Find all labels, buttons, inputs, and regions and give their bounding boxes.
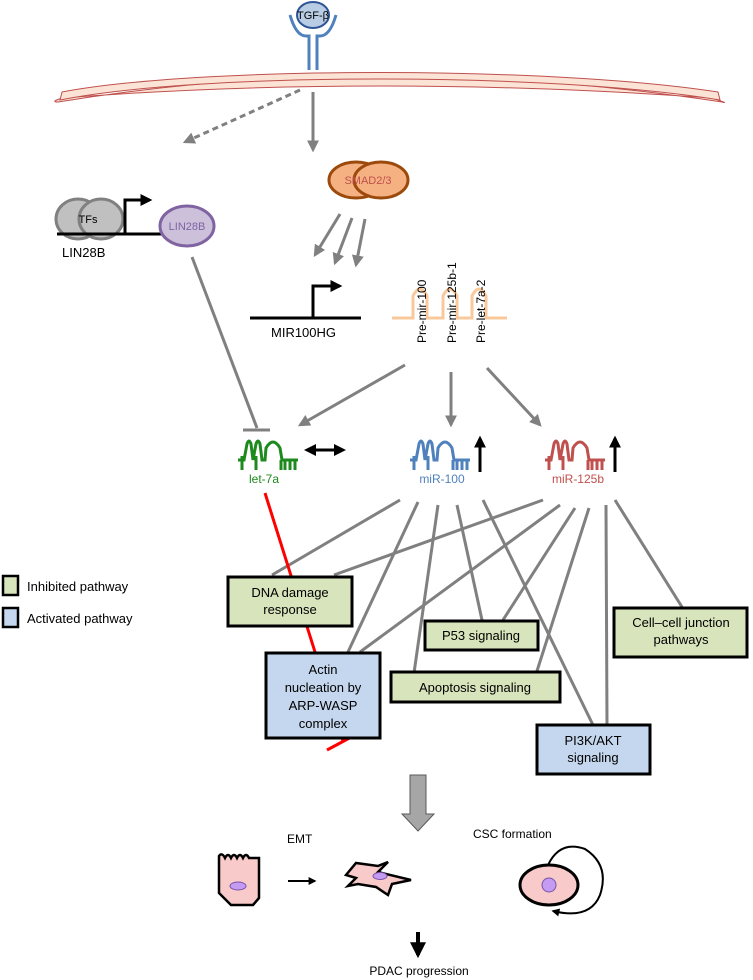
edge-mir100-p53 (455, 504, 484, 621)
edge-mir125b-actin (359, 503, 561, 654)
legend-activated-swatch (1, 606, 20, 629)
legend-inhibited-swatch (1, 574, 20, 597)
edge-mir100-actin (346, 501, 420, 653)
mir125b-pathway-edges (333, 498, 684, 726)
pathway-dna-damage: DNA damage response (226, 575, 354, 628)
mir125b-mirna-icon (545, 439, 605, 470)
tgfb-ligand: TGF-β (296, 1, 330, 29)
arrow-to-let7a (297, 363, 406, 427)
pathway-cell-junction: Cell–cell junction pathways (612, 606, 749, 659)
actin-line1: Actin (309, 662, 338, 677)
pdac-label: PDAC progression (369, 964, 468, 978)
pathway-apoptosis: Apoptosis signaling (389, 670, 562, 704)
lin28b-promoter-arrow (123, 194, 153, 234)
tfs-complex: TFs (54, 197, 125, 241)
mir100hg-label: MIR100HG (271, 325, 336, 340)
edge-mir125b-cell-junction (613, 499, 684, 608)
csc-cell-icon (518, 863, 580, 907)
lin28b-inhibition-line (190, 256, 259, 429)
cell-junction-line1: Cell–cell junction (632, 615, 730, 630)
mir100-mirna-icon (410, 439, 470, 470)
pathway-actin: Actin nucleation by ARP-WASP complex (264, 651, 382, 740)
pi3k-line2: signaling (567, 750, 618, 765)
actin-line4: complex (299, 716, 348, 731)
smad-arrow-1 (313, 213, 342, 258)
pre-mir-100-label: Pre-mir-100 (415, 279, 429, 343)
edge-mir125b-pi3k (604, 504, 609, 726)
actin-line2: nucleation by (285, 680, 362, 695)
legend: Inhibited pathway Activated pathway (1, 574, 133, 629)
csc-self-renewal-arrow (547, 845, 604, 917)
mir100-pathway-edges (271, 498, 595, 726)
pre-let-7a-2-label: Pre-let-7a-2 (474, 279, 488, 343)
epithelial-cell-icon (217, 853, 261, 907)
pathway-p53: P53 signaling (423, 619, 540, 652)
tgfb-label: TGF-β (297, 10, 329, 22)
smad-arrow-2 (332, 217, 354, 266)
tfs-label: TFs (79, 214, 98, 226)
mesenchymal-cell-icon (343, 860, 412, 897)
edge-mir100-dna (271, 498, 401, 577)
smad-complex: SMAD2/3 (327, 160, 410, 200)
dna-damage-line1: DNA damage (251, 585, 328, 600)
mir100hg-promoter-arrow (311, 280, 343, 318)
edge-mir125b-apoptosis (535, 507, 591, 672)
tgfb-receptor (288, 14, 338, 70)
mir125b-label: miR-125b (552, 472, 604, 486)
edge-mir125b-p53 (501, 507, 577, 621)
p53-label: P53 signaling (442, 628, 520, 643)
emt-label: EMT (287, 832, 313, 846)
actin-line3: ARP-WASP (289, 698, 358, 713)
edge-mir125b-dna (333, 498, 544, 577)
edge-mir100-apoptosis (411, 504, 440, 681)
big-down-arrow (400, 774, 436, 832)
dashed-arrow-to-lin28b (182, 88, 301, 144)
edge-mir100-pi3k (481, 499, 595, 726)
pre-mir-transcript (392, 287, 507, 320)
mir100-label: miR-100 (419, 472, 465, 486)
pre-mir-125b-1-label: Pre-mir-125b-1 (445, 262, 459, 343)
lin28b-protein-label: LIN28B (169, 221, 206, 233)
let7a-mirna-icon (238, 439, 298, 470)
pi3k-line1: PI3K/AKT (564, 733, 621, 748)
cell-junction-line2: pathways (654, 632, 709, 647)
smad-label: SMAD2/3 (344, 175, 391, 187)
lin28b-gene-label: LIN28B (62, 245, 105, 260)
arrow-to-mir125b (485, 366, 542, 427)
smad-arrow-3 (351, 218, 367, 268)
dna-damage-line2: response (263, 602, 316, 617)
pathway-pi3k-akt: PI3K/AKT signaling (535, 723, 652, 776)
csc-label: CSC formation (473, 827, 552, 841)
legend-inhibited-label: Inhibited pathway (27, 579, 129, 594)
legend-activated-label: Activated pathway (27, 611, 133, 626)
apoptosis-label: Apoptosis signaling (419, 680, 531, 695)
let7a-label: let-7a (249, 472, 279, 486)
lin28b-protein: LIN28B (158, 204, 216, 248)
cell-membrane-shape (59, 72, 721, 101)
